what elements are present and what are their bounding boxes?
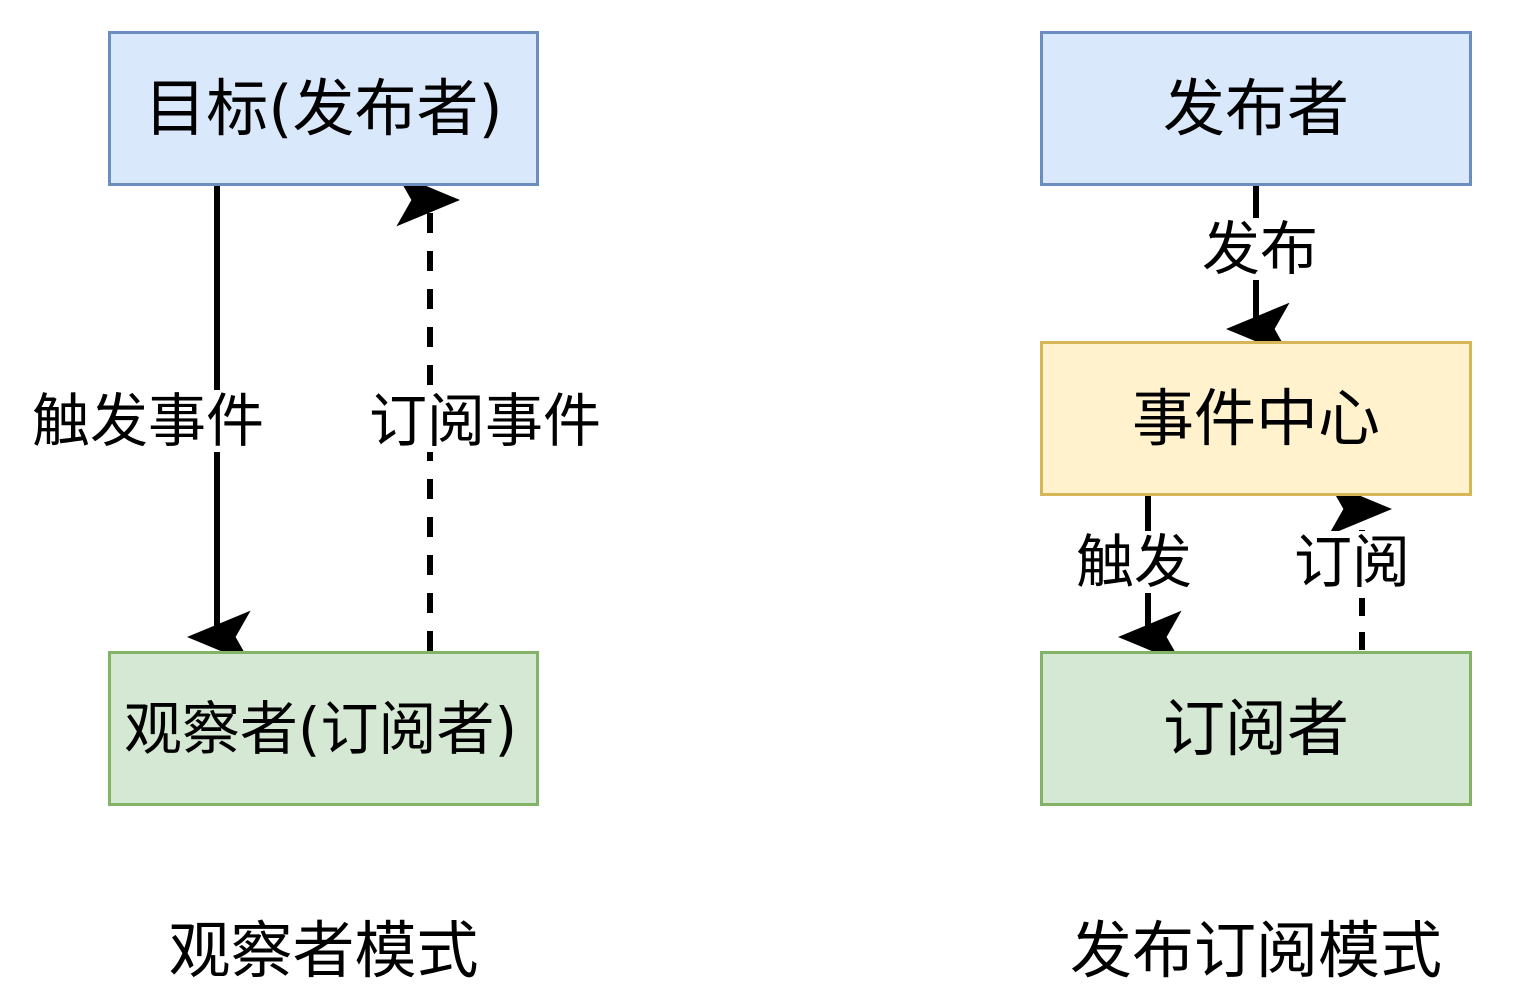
node-subscriber-label: 订阅者 xyxy=(1162,691,1349,765)
node-publisher[interactable]: 发布者 xyxy=(1040,31,1472,186)
caption-right: 发布订阅模式 xyxy=(1069,914,1442,987)
node-observer[interactable]: 观察者(订阅者) xyxy=(108,651,539,806)
edge-label-right-subscribe: 订阅 xyxy=(1290,531,1415,593)
edge-label-right-trigger: 触发 xyxy=(1072,531,1197,593)
node-event-center[interactable]: 事件中心 xyxy=(1040,341,1472,496)
edge-label-left-trigger: 触发事件 xyxy=(28,390,269,452)
node-subject-label: 目标(发布者) xyxy=(144,71,503,145)
edge-label-right-publish: 发布 xyxy=(1198,218,1323,280)
node-subject[interactable]: 目标(发布者) xyxy=(108,31,539,186)
caption-left: 观察者模式 xyxy=(168,914,479,987)
node-publisher-label: 发布者 xyxy=(1162,71,1349,145)
edge-label-left-subscribe: 订阅事件 xyxy=(365,390,606,452)
node-subscriber[interactable]: 订阅者 xyxy=(1040,651,1472,806)
node-observer-label: 观察者(订阅者) xyxy=(123,694,518,763)
node-event-center-label: 事件中心 xyxy=(1131,381,1380,455)
